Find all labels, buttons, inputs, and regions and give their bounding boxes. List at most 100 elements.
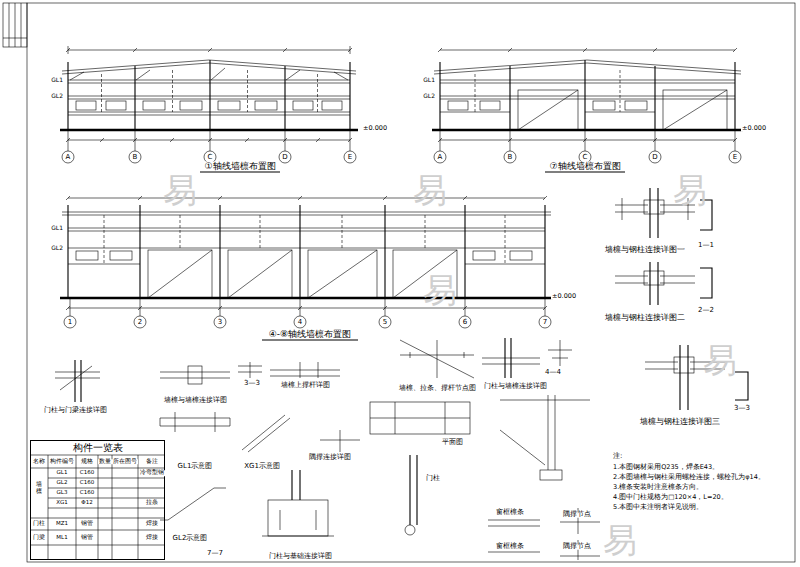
drawing-label: 4—4	[544, 369, 562, 376]
note-text: 注:	[612, 453, 623, 460]
column-girt-details	[548, 188, 748, 410]
elevation-axis-1-line	[66, 46, 352, 54]
bottom-details-line	[540, 470, 562, 480]
elevation-axis-4-8-line	[68, 205, 545, 298]
note-text: 5.本图中未注明者详见说明。	[612, 504, 704, 511]
drawing-label: XG1示意图	[243, 463, 281, 470]
elevation-axis-4-8-line	[308, 250, 377, 298]
sheet-frame-line	[3, 3, 27, 47]
elevation-axis-1-line	[68, 60, 350, 130]
bottom-details-line	[242, 415, 290, 452]
column-girt-details-line	[650, 188, 658, 238]
elevation-axis-1-line	[76, 101, 96, 110]
elevation-axis-4-8-line	[510, 251, 532, 260]
drawing-label: 墙檩与钢柱连接详图三	[639, 418, 721, 426]
drawing-label: 隅撑连接详图	[308, 454, 352, 461]
drawing-label: ④-⑧轴线墙檩布置图	[268, 330, 352, 339]
elevation-axis-7-line	[438, 138, 737, 142]
elevation-axis-7-line	[663, 90, 727, 130]
elevation-axis-1-line	[66, 138, 352, 142]
table-cell: 焊接	[145, 521, 159, 527]
elevation-axis-1-line	[143, 101, 165, 110]
bottom-details-line	[488, 540, 600, 560]
elevation-axis-4-8-line	[148, 250, 212, 298]
elevation-axis-4-8-line	[308, 250, 377, 298]
elevation-axis-1-line	[62, 151, 74, 163]
bottom-details-line	[370, 402, 470, 434]
table-cell: 备注	[145, 459, 159, 465]
elevation-axis-1-line	[344, 151, 356, 163]
elevation-axis-1-line	[279, 151, 291, 163]
elevation-axis-1-line	[293, 101, 313, 110]
bottom-details-line	[405, 525, 415, 535]
elevation-axis-4-8-line	[66, 306, 547, 310]
bottom-details-line	[370, 402, 470, 434]
elevation-axis-7-line	[625, 101, 647, 110]
drawing-label: ±0.000	[551, 293, 577, 300]
elevation-axis-7-line	[649, 151, 661, 163]
drawing-label: GL1	[422, 77, 436, 83]
table-cell: 冷弯型钢	[139, 470, 165, 476]
watermark: 易	[602, 523, 638, 557]
drawing-label: 门柱与墙檩连接详图	[483, 383, 548, 390]
axis-number: D	[281, 154, 288, 161]
elevation-axis-7-line	[440, 60, 735, 130]
drawing-label: 3—3	[243, 380, 261, 387]
elevation-axis-1-line	[68, 80, 350, 115]
table-cell: C160	[79, 490, 95, 496]
bottom-details-line	[482, 358, 540, 364]
drawing-label: 隅撑节点	[562, 511, 592, 518]
bottom-details-line	[262, 510, 334, 536]
column-girt-details-line	[644, 271, 664, 285]
bottom-details-line	[238, 362, 262, 378]
drawing-label: GL1	[50, 77, 64, 83]
table-cell: 门梁	[32, 535, 46, 541]
drawing-label: GL1示意图	[177, 463, 214, 470]
axis-number: D	[651, 154, 658, 161]
table-cell: 钢管	[80, 535, 94, 541]
drawing-label: GL2	[422, 93, 436, 99]
elevation-axis-4-8-line	[62, 212, 551, 215]
table-cell: MZ1	[55, 521, 69, 527]
note-text: 3.檩条安装时注意檩条方向。	[612, 484, 704, 491]
drawing-label: GL2	[50, 245, 64, 251]
table-cell: 墙檩	[35, 481, 43, 494]
bottom-details-line	[75, 360, 81, 402]
elevation-axis-7-line	[434, 60, 741, 71]
sheet-frame	[3, 3, 795, 562]
elevation-axis-4-8-line	[148, 250, 212, 298]
axis-number: E	[732, 154, 738, 161]
elevation-axis-4-8-line	[70, 298, 545, 316]
elevation-axis-7-line	[434, 63, 741, 74]
elevation-axis-4-8-line	[294, 316, 306, 328]
axis-number: 2	[137, 319, 143, 326]
drawing-label: ⑦轴线墙檩布置图	[548, 162, 621, 171]
elevation-axis-1-line	[322, 101, 342, 110]
elevation-axis-1-line	[106, 101, 126, 110]
elevation-axis-7-line	[440, 130, 735, 151]
elevation-axis-1-line	[255, 101, 277, 110]
elevation-axis-4-8-line	[110, 251, 132, 260]
elevation-axis-4-8-line	[473, 251, 495, 260]
axis-number: 4	[297, 319, 303, 326]
drawing-label: ±0.000	[741, 125, 767, 132]
elevation-axis-4-8	[60, 196, 553, 340]
table-cell: 门柱	[32, 521, 46, 527]
drawing-label: 门柱与基础连接详图	[268, 553, 333, 560]
elevation-axis-1-line	[62, 63, 356, 74]
elevation-axis-1	[60, 46, 358, 172]
axis-number: A	[65, 154, 72, 161]
drawing-label: 墙檩上撑杆详图	[280, 382, 331, 389]
bottom-details-line	[160, 412, 230, 432]
elevation-axis-1-line	[102, 70, 318, 112]
drawing-label: 门柱与门梁连接详图	[43, 407, 108, 414]
watermark: 易	[422, 273, 458, 307]
elevation-axis-4-8-line	[134, 316, 146, 328]
drawing-label: 墙檩与钢柱连接详图一	[604, 246, 686, 254]
bottom-details-line	[400, 340, 474, 378]
elevation-axis-7-line	[448, 101, 468, 110]
elevation-axis-4-8-line	[76, 251, 98, 260]
elevation-axis-7-line	[434, 151, 446, 163]
column-girt-details-line	[650, 262, 658, 305]
